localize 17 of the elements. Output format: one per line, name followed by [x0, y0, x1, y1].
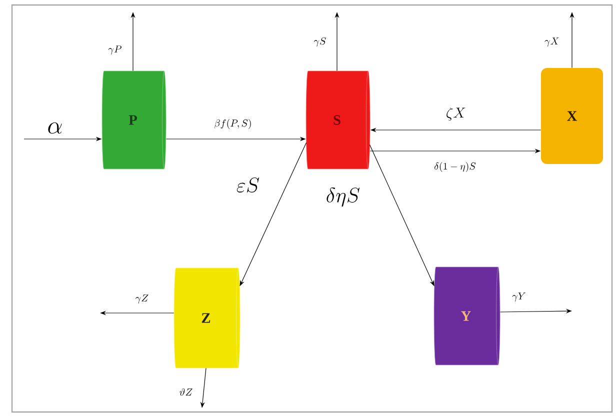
edge-label: $\gamma P$: [107, 44, 123, 56]
edge-label: $\varepsilon S$: [235, 176, 261, 194]
edge-label: $\vartheta Z$: [178, 388, 194, 396]
cylinder-node: S: [306, 70, 370, 170]
edge-label: $\delta(1-\eta)S$: [433, 161, 477, 173]
cylinder-node: Z: [174, 268, 240, 368]
cylinder-node: Y: [434, 266, 500, 366]
edge-label: $\beta f(P,S)$: [213, 118, 253, 130]
edge-label: $\gamma X$: [544, 36, 560, 48]
cylinder-node: P: [102, 70, 166, 170]
edge-label: $\gamma Z$: [134, 294, 150, 304]
edge-label: $\gamma S$: [312, 36, 328, 48]
edge-label: $\delta\eta S$: [324, 186, 362, 208]
edge-label: $\zeta X$: [444, 106, 468, 122]
edge-label: $\gamma Y$: [511, 292, 527, 302]
process-box: X: [541, 68, 603, 164]
edge-label: $\alpha$: [46, 122, 64, 134]
